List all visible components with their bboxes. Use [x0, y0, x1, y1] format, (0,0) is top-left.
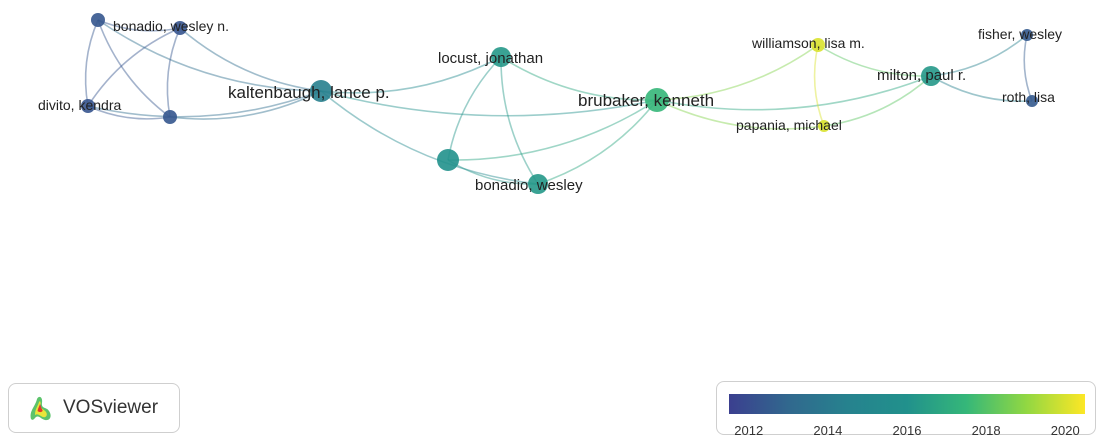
author-node[interactable] [491, 47, 511, 67]
author-node[interactable] [163, 110, 177, 124]
co-authorship-link [1023, 34, 1033, 102]
author-node[interactable] [173, 21, 187, 35]
author-node[interactable] [1021, 29, 1033, 41]
author-node[interactable] [81, 99, 95, 113]
co-authorship-link [87, 27, 181, 107]
co-authorship-link [656, 44, 819, 101]
author-node[interactable] [310, 80, 332, 102]
author-label[interactable]: brubaker, kenneth [578, 91, 714, 110]
author-node[interactable] [645, 88, 669, 112]
co-authorship-link [656, 99, 825, 130]
co-authorship-link [320, 56, 502, 94]
co-authorship-link [320, 90, 658, 117]
co-authorship-link [930, 75, 1033, 103]
author-label[interactable]: roth, lisa [1002, 89, 1055, 105]
label-layer: bonadio, wesley n. divito, kendra kaltenba… [38, 18, 1062, 194]
co-authorship-link [447, 56, 502, 161]
author-node[interactable] [437, 149, 459, 171]
author-node[interactable] [91, 13, 105, 27]
co-authorship-link [87, 105, 171, 120]
author-label[interactable]: milton, paul r. [877, 67, 966, 84]
legend-tick: 2014 [813, 423, 843, 438]
author-label[interactable]: bonadio, wesley n. [113, 18, 229, 34]
co-authorship-link [500, 56, 658, 101]
legend-tick: 2016 [892, 423, 922, 438]
logo-text: VOSviewer [63, 397, 159, 418]
co-authorship-link [320, 90, 539, 185]
color-scale-bar [729, 394, 1085, 414]
legend-tick: 2012 [734, 423, 764, 438]
co-authorship-link [656, 75, 932, 111]
co-authorship-link [84, 19, 99, 107]
author-node[interactable] [811, 38, 825, 52]
author-node[interactable] [921, 66, 941, 86]
author-label[interactable]: locust, jonathan [438, 50, 543, 67]
co-authorship-link [169, 90, 322, 120]
co-authorship-link [537, 99, 658, 185]
network-canvas[interactable]: bonadio, wesley n. divito, kendra kaltenba… [0, 0, 1100, 380]
author-label[interactable]: papania, michael [736, 117, 842, 133]
co-authorship-link [179, 27, 322, 92]
author-label[interactable]: bonadio, wesley [475, 177, 583, 194]
link-layer [84, 19, 1033, 185]
co-authorship-link [930, 34, 1028, 77]
co-authorship-link [500, 56, 539, 185]
author-node[interactable] [818, 120, 830, 132]
co-authorship-link [166, 27, 181, 118]
co-authorship-link [97, 19, 181, 32]
author-label[interactable]: kaltenbaugh, lance p. [228, 83, 390, 102]
co-authorship-link [823, 75, 932, 127]
co-authorship-link [813, 44, 825, 127]
vosviewer-logo: VOSviewer [8, 383, 180, 433]
author-node[interactable] [1026, 95, 1038, 107]
co-authorship-link [447, 99, 658, 161]
legend-tick: 2018 [971, 423, 1001, 438]
co-authorship-link [87, 90, 322, 118]
author-label[interactable]: williamson, lisa m. [751, 35, 865, 51]
co-authorship-link [817, 44, 932, 77]
color-legend: 2012 2014 2016 2018 2020 [716, 381, 1096, 438]
author-label[interactable]: divito, kendra [38, 97, 121, 113]
co-authorship-link [97, 19, 171, 118]
co-authorship-link [97, 19, 322, 92]
legend-tick: 2020 [1050, 423, 1080, 438]
node-layer [81, 13, 1038, 194]
author-node[interactable] [528, 174, 548, 194]
author-label[interactable]: fisher, wesley [978, 26, 1062, 42]
vosviewer-density-icon [30, 396, 51, 421]
